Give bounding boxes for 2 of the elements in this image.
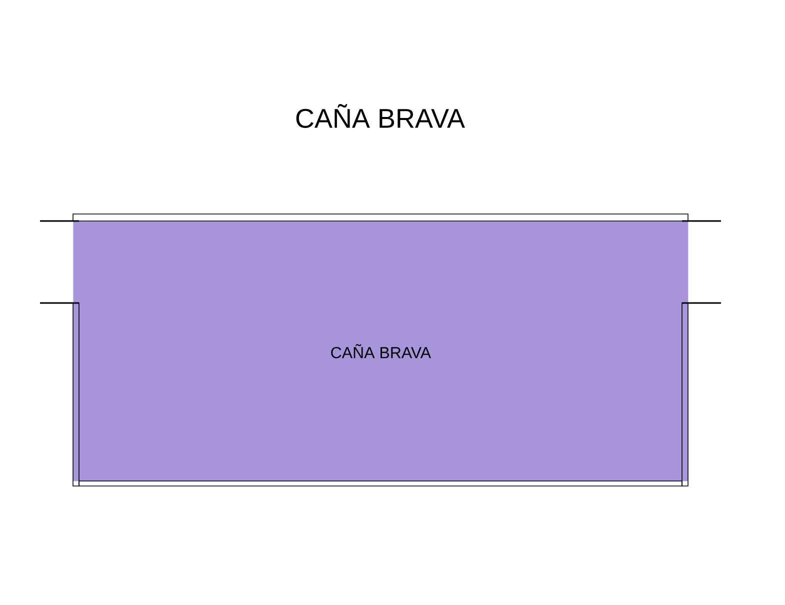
room-area: CAÑA BRAVA [73, 221, 688, 482]
title: CAÑA BRAVA [296, 104, 465, 128]
